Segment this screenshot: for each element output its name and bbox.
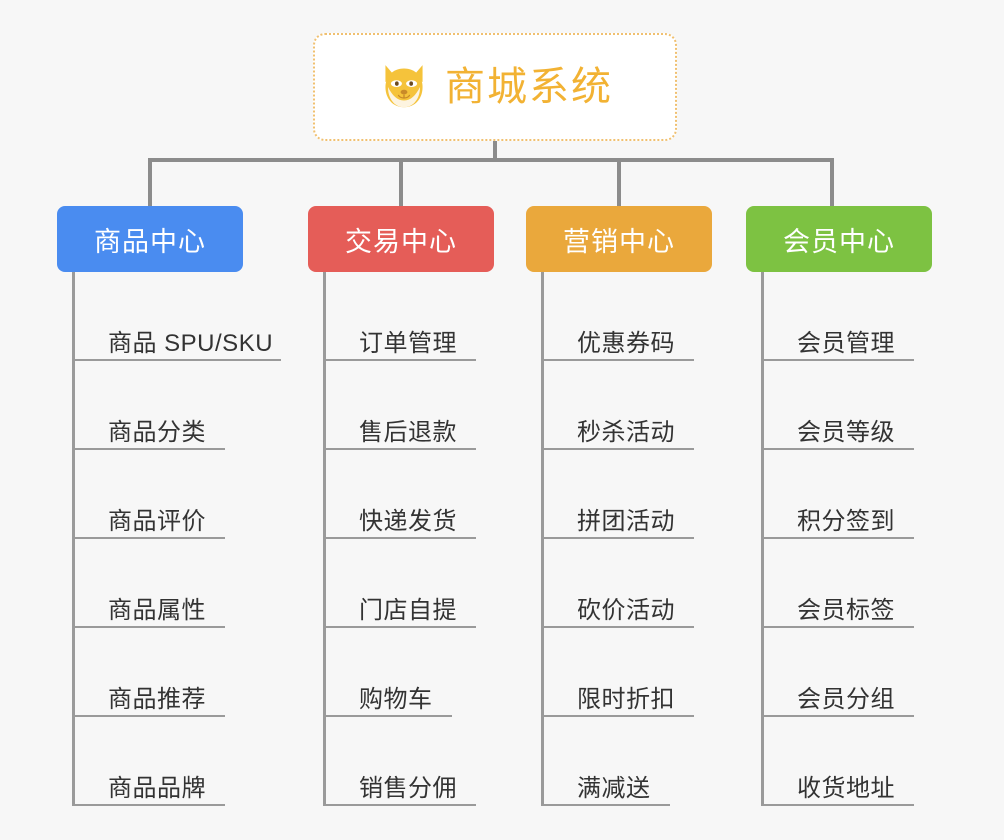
leaf-underline [544, 626, 694, 628]
leaf-label: 会员等级 [797, 418, 895, 446]
connector-drop-4 [830, 158, 834, 206]
leaf-label: 快递发货 [359, 507, 457, 535]
leaf-item[interactable]: 门店自提 [326, 539, 494, 628]
leaf-underline [75, 359, 281, 361]
leaf-underline [75, 448, 225, 450]
leaf-label: 商品评价 [108, 507, 206, 535]
leaf-underline [544, 804, 670, 806]
leaf-item[interactable]: 会员标签 [764, 539, 932, 628]
leaf-item[interactable]: 商品属性 [75, 539, 243, 628]
leaf-underline [326, 359, 476, 361]
leaf-item[interactable]: 限时折扣 [544, 628, 712, 717]
leaf-label: 商品分类 [108, 418, 206, 446]
leaf-item[interactable]: 商品评价 [75, 450, 243, 539]
category-column-0: 商品中心 商品 SPU/SKU 商品分类 商品评价 商品属性 [57, 206, 281, 806]
leaf-label: 销售分佣 [359, 774, 457, 802]
leaf-underline [75, 537, 225, 539]
leaf-underline [544, 448, 694, 450]
category-column-1: 交易中心 订单管理 售后退款 快递发货 门店自提 [308, 206, 494, 806]
leaf-label: 砍价活动 [577, 596, 675, 624]
leaf-label: 订单管理 [359, 329, 457, 357]
category-header-1[interactable]: 交易中心 [308, 206, 494, 272]
leaf-label: 积分签到 [797, 507, 895, 535]
leaf-item[interactable]: 商品品牌 [75, 717, 243, 806]
root-title: 商城系统 [445, 65, 613, 109]
leaf-item[interactable]: 秒杀活动 [544, 361, 712, 450]
connector-drop-1 [148, 158, 152, 206]
leaf-label: 收货地址 [797, 774, 895, 802]
leaf-label: 拼团活动 [577, 507, 675, 535]
leaf-underline [75, 804, 225, 806]
leaf-item[interactable]: 优惠券码 [544, 272, 712, 361]
leaf-list-3: 会员管理 会员等级 积分签到 会员标签 会员分组 [761, 272, 932, 806]
category-header-label: 会员中心 [783, 226, 895, 257]
leaf-underline [544, 359, 694, 361]
leaf-label: 购物车 [359, 685, 433, 713]
leaf-underline [326, 626, 476, 628]
leaf-list-2: 优惠券码 秒杀活动 拼团活动 砍价活动 限时折扣 [541, 272, 712, 806]
leaf-underline [326, 804, 476, 806]
leaf-list-0: 商品 SPU/SKU 商品分类 商品评价 商品属性 商品推荐 [72, 272, 281, 806]
leaf-underline [764, 626, 914, 628]
leaf-label: 商品品牌 [108, 774, 206, 802]
leaf-underline [544, 715, 694, 717]
leaf-underline [326, 715, 452, 717]
leaf-underline [75, 626, 225, 628]
leaf-label: 会员分组 [797, 685, 895, 713]
connector-drop-2 [399, 158, 403, 206]
category-header-2[interactable]: 营销中心 [526, 206, 712, 272]
category-header-label: 交易中心 [345, 226, 457, 257]
leaf-underline [326, 448, 476, 450]
shiba-dog-icon [385, 65, 423, 108]
leaf-label: 门店自提 [359, 596, 457, 624]
leaf-underline [75, 715, 225, 717]
leaf-item[interactable]: 购物车 [326, 628, 494, 717]
category-header-label: 商品中心 [94, 226, 206, 257]
leaf-item[interactable]: 砍价活动 [544, 539, 712, 628]
category-column-2: 营销中心 优惠券码 秒杀活动 拼团活动 砍价活动 [526, 206, 712, 806]
leaf-item[interactable]: 收货地址 [764, 717, 932, 806]
leaf-label: 满减送 [577, 774, 651, 802]
leaf-label: 售后退款 [359, 418, 457, 446]
leaf-label: 商品属性 [108, 596, 206, 624]
leaf-label: 优惠券码 [577, 329, 675, 357]
leaf-label: 商品 SPU/SKU [108, 329, 274, 357]
leaf-underline [764, 448, 914, 450]
leaf-item[interactable]: 商品推荐 [75, 628, 243, 717]
leaf-item[interactable]: 会员分组 [764, 628, 932, 717]
category-header-label: 营销中心 [563, 226, 675, 257]
leaf-item[interactable]: 商品分类 [75, 361, 243, 450]
leaf-item[interactable]: 快递发货 [326, 450, 494, 539]
leaf-underline [764, 715, 914, 717]
category-header-3[interactable]: 会员中心 [746, 206, 932, 272]
leaf-item[interactable]: 会员等级 [764, 361, 932, 450]
leaf-item[interactable]: 售后退款 [326, 361, 494, 450]
leaf-item[interactable]: 订单管理 [326, 272, 494, 361]
leaf-underline [764, 804, 914, 806]
leaf-label: 会员管理 [797, 329, 895, 357]
connector-horizontal-bar [148, 158, 834, 162]
category-header-0[interactable]: 商品中心 [57, 206, 243, 272]
leaf-label: 会员标签 [797, 596, 895, 624]
leaf-label: 限时折扣 [577, 685, 675, 713]
leaf-item[interactable]: 会员管理 [764, 272, 932, 361]
leaf-item[interactable]: 商品 SPU/SKU [75, 272, 281, 361]
connector-stem [493, 141, 497, 162]
leaf-underline [764, 537, 914, 539]
category-column-3: 会员中心 会员管理 会员等级 积分签到 会员标签 [746, 206, 932, 806]
root-node[interactable]: 商城系统 [313, 33, 677, 141]
leaf-list-1: 订单管理 售后退款 快递发货 门店自提 购物车 [323, 272, 494, 806]
leaf-item[interactable]: 销售分佣 [326, 717, 494, 806]
leaf-underline [544, 537, 694, 539]
leaf-item[interactable]: 满减送 [544, 717, 712, 806]
leaf-item[interactable]: 积分签到 [764, 450, 932, 539]
leaf-label: 商品推荐 [108, 685, 206, 713]
leaf-underline [764, 359, 914, 361]
leaf-item[interactable]: 拼团活动 [544, 450, 712, 539]
connector-drop-3 [617, 158, 621, 206]
leaf-underline [326, 537, 476, 539]
leaf-label: 秒杀活动 [577, 418, 675, 446]
